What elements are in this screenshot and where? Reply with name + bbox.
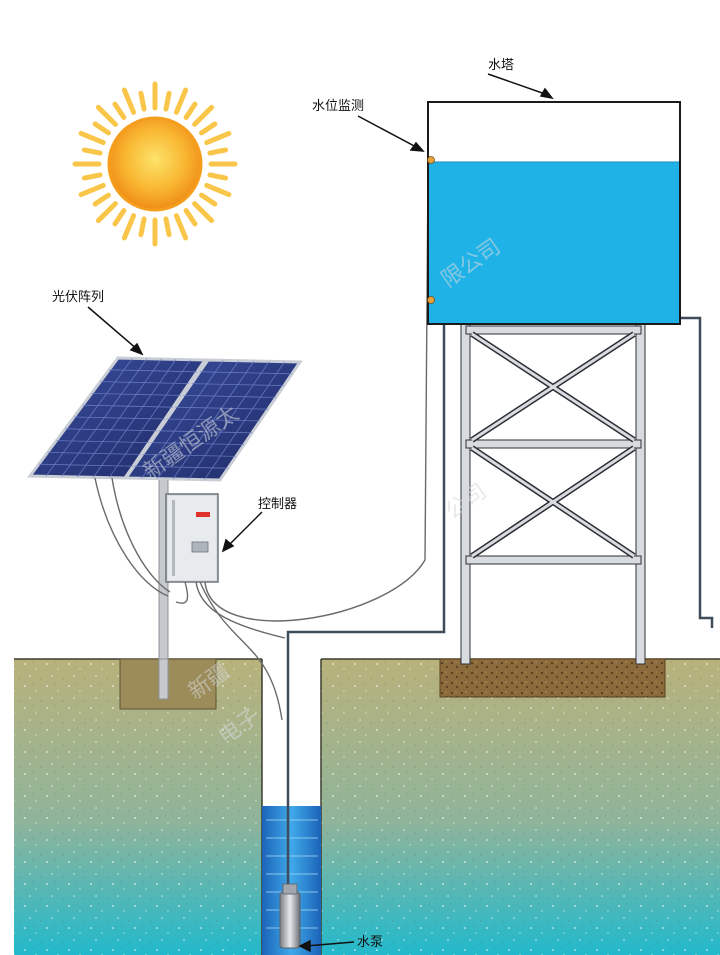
sun-ray bbox=[121, 87, 137, 115]
panel-cell-line bbox=[73, 416, 166, 420]
sun-ray bbox=[204, 130, 232, 146]
sun-ray bbox=[163, 216, 172, 238]
sun-ray bbox=[138, 216, 147, 238]
controller-display bbox=[191, 541, 209, 553]
panel-cell-line bbox=[100, 381, 190, 384]
controller-box bbox=[165, 493, 219, 583]
panel-cell-line bbox=[38, 463, 134, 467]
panel-cell-line bbox=[65, 428, 158, 432]
panel-cell-line bbox=[134, 465, 229, 469]
tower-leg-right bbox=[635, 323, 646, 665]
water-tower bbox=[427, 101, 681, 698]
panel-cell-line bbox=[91, 393, 182, 396]
sun-ray bbox=[207, 172, 229, 181]
sun-ray bbox=[112, 101, 127, 120]
sun-ray bbox=[183, 101, 198, 120]
panel-cell-line bbox=[158, 430, 253, 434]
sun-icon bbox=[72, 81, 238, 247]
sun-ray bbox=[121, 213, 137, 241]
sun-ray bbox=[192, 201, 215, 224]
panel-cell-line bbox=[56, 440, 150, 443]
label-pump: 水泵 bbox=[357, 935, 383, 950]
wiring bbox=[94, 159, 433, 721]
label-level-monitor: 水位监测 bbox=[312, 99, 364, 114]
sun-ray bbox=[81, 172, 103, 181]
sun-ray bbox=[207, 147, 229, 156]
sun-ray bbox=[95, 104, 118, 127]
controller-badge bbox=[196, 512, 210, 517]
sun-ray bbox=[204, 182, 232, 198]
sun-ray bbox=[78, 130, 106, 146]
panel-cell-line bbox=[142, 454, 237, 457]
tank-water bbox=[429, 162, 679, 323]
sun-ray bbox=[173, 213, 189, 241]
panel-cell-line bbox=[150, 442, 245, 445]
panel-cell-line bbox=[166, 418, 261, 422]
sun-ray bbox=[92, 192, 111, 207]
ground bbox=[14, 658, 720, 955]
tower-footing bbox=[439, 658, 666, 698]
level-sensor-bottom bbox=[427, 296, 435, 304]
sun-ray bbox=[112, 208, 127, 227]
callouts bbox=[87, 73, 554, 953]
sun-ray bbox=[92, 121, 111, 136]
sun-ray bbox=[199, 192, 218, 207]
pv-array bbox=[27, 356, 303, 710]
pump-icon bbox=[279, 883, 301, 949]
sun-ray bbox=[81, 147, 103, 156]
panel-cell-line bbox=[199, 371, 293, 375]
panel-cell-line bbox=[109, 369, 198, 373]
panel-cell-line bbox=[191, 383, 285, 386]
sun-ray bbox=[78, 182, 106, 198]
sun-ray bbox=[163, 90, 172, 112]
label-controller: 控制器 bbox=[258, 497, 297, 512]
soil-texture-right bbox=[321, 659, 720, 955]
label-water-tower: 水塔 bbox=[488, 58, 514, 73]
sun-ray bbox=[183, 208, 198, 227]
sun-ray bbox=[138, 90, 147, 112]
panel-cell-line bbox=[47, 452, 142, 455]
panel-cell-line bbox=[175, 406, 269, 410]
sun-ray bbox=[199, 121, 218, 136]
sun-ray bbox=[173, 87, 189, 115]
sun-ray bbox=[95, 201, 118, 224]
panel-cell-line bbox=[82, 404, 174, 408]
sun-ray bbox=[192, 104, 215, 127]
label-pv-array: 光伏阵列 bbox=[52, 290, 104, 305]
level-sensor-top bbox=[427, 156, 435, 164]
panel-cell-line bbox=[183, 395, 277, 398]
